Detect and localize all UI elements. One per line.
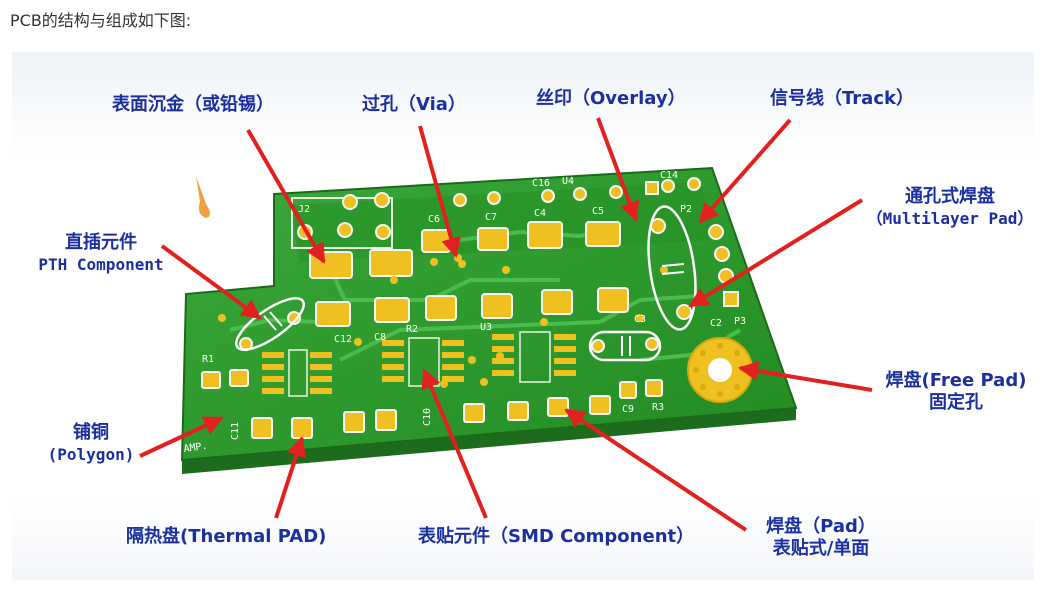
label-free-pad-cn: 焊盘(Free Pad) [885, 370, 1027, 391]
label-polygon: 铺铜 (Polygon) [36, 422, 146, 466]
silk-r2: R2 [406, 324, 418, 335]
arrow-polygon [139, 416, 224, 458]
label-overlay: 丝印（Overlay） [536, 88, 686, 109]
silk-amp: AMP. [183, 441, 208, 455]
through-hole-pads [239, 177, 739, 353]
label-pad-cn: 焊盘（Pad） [766, 516, 876, 537]
silk-u4: U4 [562, 176, 574, 187]
label-pth-en: PTH Component [38, 255, 164, 274]
label-free-pad: 焊盘(Free Pad) 固定孔 [870, 370, 1042, 414]
arrow-overlay [596, 117, 640, 222]
silk-c10: C10 [422, 408, 433, 426]
smd-pads-top [309, 221, 621, 279]
decor-flame [196, 176, 210, 218]
silk-c14: C14 [660, 170, 678, 181]
arrow-multilayer-pad [688, 198, 864, 308]
overlay-oval [647, 205, 697, 331]
label-smd-component: 表贴元件（SMD Component） [418, 526, 695, 547]
label-multilayer-pad-cn: 通孔式焊盘 [905, 186, 995, 207]
silk-c5: C5 [592, 206, 604, 217]
arrow-via [418, 125, 461, 258]
label-track: 信号线（Track） [770, 88, 914, 109]
arrow-smd [421, 368, 488, 519]
silk-c7: C7 [485, 212, 497, 223]
j2-outline [291, 197, 393, 249]
silk-r3: R3 [652, 402, 664, 413]
silk-c11: C11 [230, 422, 241, 440]
label-pad-cn2: 表贴式/单面 [772, 538, 870, 559]
pth-component-outline [235, 297, 305, 351]
arrow-surface-gold [246, 129, 326, 264]
arrow-thermal-pad [274, 436, 306, 519]
silk-c9: C9 [622, 404, 634, 415]
page-caption: PCB的结构与组成如下图: [10, 11, 192, 30]
label-multilayer-pad: 通孔式焊盘 （Multilayer Pad） [860, 186, 1040, 230]
arrow-track [698, 118, 792, 224]
silk-j2: J2 [298, 204, 310, 215]
label-surface-gold: 表面沉金（或铅锡） [112, 94, 274, 115]
silk-p3: P3 [734, 316, 746, 327]
label-polygon-en: (Polygon) [47, 445, 135, 464]
label-via: 过孔（Via） [362, 94, 466, 115]
silk-u3: U3 [480, 322, 492, 333]
silk-c8: C8 [374, 332, 386, 343]
arrow-pth [160, 244, 262, 320]
silk-c16: C16 [532, 178, 550, 189]
label-pth-cn: 直插元件 [65, 232, 137, 253]
label-multilayer-pad-en: （Multilayer Pad） [866, 209, 1034, 228]
label-free-pad-cn2: 固定孔 [929, 392, 983, 413]
smd-pads-bottom [201, 369, 663, 439]
label-pad: 焊盘（Pad） 表贴式/单面 [746, 516, 896, 560]
ic-footprints [262, 334, 576, 394]
silk-c6: C6 [428, 214, 440, 225]
silk-p2: P2 [680, 204, 692, 215]
silk-c4: C4 [534, 208, 546, 219]
silk-c2: C2 [710, 318, 722, 329]
silk-c3: C3 [634, 314, 646, 325]
silk-c12: C12 [334, 334, 352, 345]
board-edge [182, 408, 796, 474]
silk-r1: R1 [202, 354, 214, 365]
annotation-arrows [139, 117, 873, 532]
arrow-pad [564, 408, 748, 532]
smd-pads-middle [315, 287, 629, 327]
label-polygon-cn: 铺铜 [73, 422, 109, 443]
arrow-free-pad [738, 361, 873, 392]
label-pth-component: 直插元件 PTH Component [26, 232, 176, 276]
label-thermal-pad: 隔热盘(Thermal PAD) [126, 526, 327, 547]
